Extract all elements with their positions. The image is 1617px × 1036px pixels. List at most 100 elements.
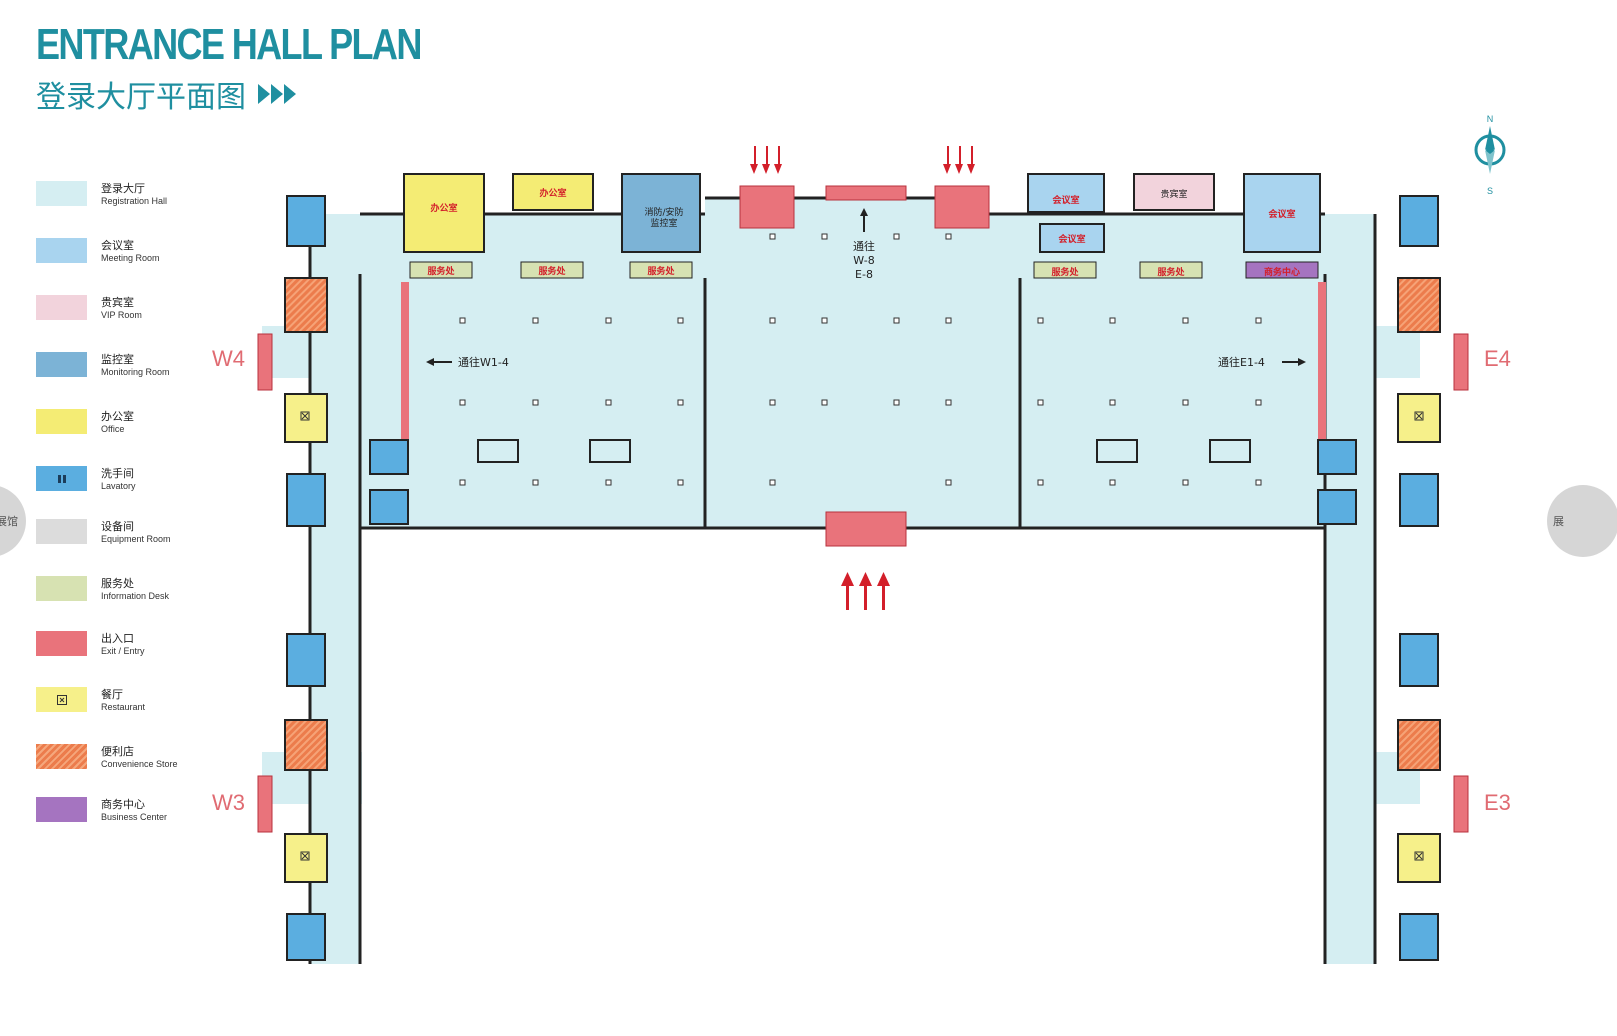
- page-title: ENTRANCE HALL PLAN: [36, 20, 422, 69]
- legend-swatch: [36, 797, 87, 822]
- legend-item-lavatory: 洗手间 Lavatory: [36, 463, 206, 503]
- legend-swatch: [36, 352, 87, 377]
- legend-swatch: [36, 519, 87, 544]
- legend-item-exit-entry: 出入口 Exit / Entry: [36, 628, 206, 668]
- walls: [308, 196, 1377, 964]
- convenience-store-e4: [1397, 277, 1441, 333]
- restaurant-e4: [1397, 393, 1441, 443]
- south-entry-arrows-icon: [841, 572, 890, 610]
- w4-entry: [257, 333, 273, 391]
- east-hall-entry: [1318, 282, 1326, 440]
- columns: [459, 233, 1262, 486]
- compass: N S: [1470, 112, 1510, 198]
- legend-label-cn: 办公室: [101, 410, 134, 423]
- north-corridor-label-3: E-8: [855, 268, 873, 281]
- legend-label-cn: 餐厅: [101, 688, 123, 701]
- restaurant-icon: [56, 694, 67, 705]
- legend-swatch: [36, 687, 87, 712]
- north-entry-west: [739, 185, 795, 229]
- escalators: [477, 439, 1251, 463]
- office-room-2-label: 办公室: [539, 187, 566, 199]
- next-page-tab-label: 展: [1553, 515, 1564, 528]
- legend-label-cn: 服务处: [101, 577, 134, 590]
- legend-label-en: Meeting Room: [101, 253, 160, 263]
- west-hall-entry: [401, 282, 409, 440]
- service-desk-2-label: 服务处: [538, 265, 566, 277]
- monitoring-room-label-1: 消防/安防: [644, 206, 683, 218]
- convenience-store-w4: [284, 277, 328, 333]
- legend-swatch: [36, 295, 87, 320]
- south-entry: [825, 511, 907, 547]
- gate-label-w4: W4: [212, 346, 245, 371]
- page-subtitle: 登录大厅平面图: [36, 72, 296, 116]
- meeting-room-3-label: 会议室: [1268, 208, 1295, 220]
- legend-swatch: [36, 238, 87, 263]
- north-entry-center: [825, 185, 907, 201]
- legend-label-en: Office: [101, 424, 125, 434]
- meeting-room-1-label: 会议室: [1052, 194, 1079, 206]
- legend-label-en: Restaurant: [101, 702, 146, 712]
- legend-label-cn: 贵宾室: [101, 296, 134, 309]
- restaurant-w3: [284, 833, 328, 883]
- legend-item-office: 办公室 Office: [36, 406, 206, 446]
- meeting-room-1: [1027, 173, 1105, 213]
- legend-label-en: VIP Room: [101, 310, 142, 320]
- legend-label-cn: 洗手间: [101, 467, 134, 480]
- legend-swatch: [36, 576, 87, 601]
- main-hall: [360, 270, 1325, 528]
- legend-swatch: [36, 744, 87, 769]
- e3-entry: [1453, 775, 1469, 833]
- north-corridor-label-2: W-8: [853, 254, 874, 267]
- legend-swatch: [36, 631, 87, 656]
- service-desk-4-label: 服务处: [1051, 266, 1079, 278]
- legend-label-cn: 监控室: [101, 353, 134, 366]
- w3-entry: [257, 775, 273, 833]
- restaurant-w4: [284, 393, 328, 443]
- legend-item-convenience-store: 便利店 Convenience Store: [36, 741, 206, 781]
- legend-label-en: Lavatory: [101, 481, 136, 491]
- w4-passage: [262, 326, 362, 378]
- next-page-tab[interactable]: 展: [1547, 485, 1617, 557]
- legend-label-cn: 便利店: [101, 745, 134, 758]
- legend-item-information-desk: 服务处 Information Desk: [36, 573, 206, 613]
- business-center: [1245, 261, 1319, 279]
- legend-item-registration-hall: 登录大厅 Registration Hall: [36, 178, 206, 218]
- legend-label-en: Equipment Room: [101, 534, 171, 544]
- service-desk-1-label: 服务处: [427, 265, 455, 277]
- north-entry-arrows-west-icon: [750, 146, 782, 174]
- restaurant-icons: [300, 411, 1424, 861]
- vip-room: [1133, 173, 1215, 211]
- service-desk-5-label: 服务处: [1157, 266, 1185, 278]
- east-corridor-label: 通往E1-4: [1218, 355, 1265, 369]
- lavatory-icon: [57, 474, 66, 483]
- compass-south-label: S: [1487, 186, 1493, 196]
- meeting-room-2: [1039, 223, 1105, 253]
- restaurant-e3: [1397, 833, 1441, 883]
- service-desk-5: [1139, 261, 1203, 279]
- monitoring-room: [621, 173, 701, 253]
- legend-label-cn: 登录大厅: [101, 182, 145, 195]
- legend-swatch: [36, 181, 87, 206]
- north-corridor-label-1: 通往: [853, 239, 875, 253]
- prev-page-tab-label: 展馆: [0, 515, 18, 528]
- legend-item-restaurant: 餐厅 Restaurant: [36, 684, 206, 724]
- page-subtitle-text: 登录大厅平面图: [36, 80, 246, 115]
- legend-label-cn: 设备间: [101, 520, 134, 533]
- office-room-1-label: 办公室: [430, 202, 457, 214]
- north-entry-arrows-east-icon: [943, 146, 975, 174]
- west-corridor-label: 通往W1-4: [458, 355, 509, 369]
- meeting-room-3: [1243, 173, 1321, 253]
- triple-arrow-icon: [258, 84, 296, 104]
- service-desk-2: [520, 261, 584, 279]
- convenience-store-w3: [284, 719, 328, 771]
- business-center-label: 商务中心: [1264, 266, 1300, 278]
- gate-label-w3: W3: [212, 790, 245, 815]
- legend-item-vip-room: 贵宾室 VIP Room: [36, 292, 206, 332]
- legend-swatch: [36, 409, 87, 434]
- legend-label-en: Convenience Store: [101, 759, 178, 769]
- legend-label-cn: 商务中心: [101, 798, 145, 811]
- legend-item-monitoring-room: 监控室 Monitoring Room: [36, 349, 206, 389]
- legend-label-en: Information Desk: [101, 591, 170, 601]
- e4-entry: [1453, 333, 1469, 391]
